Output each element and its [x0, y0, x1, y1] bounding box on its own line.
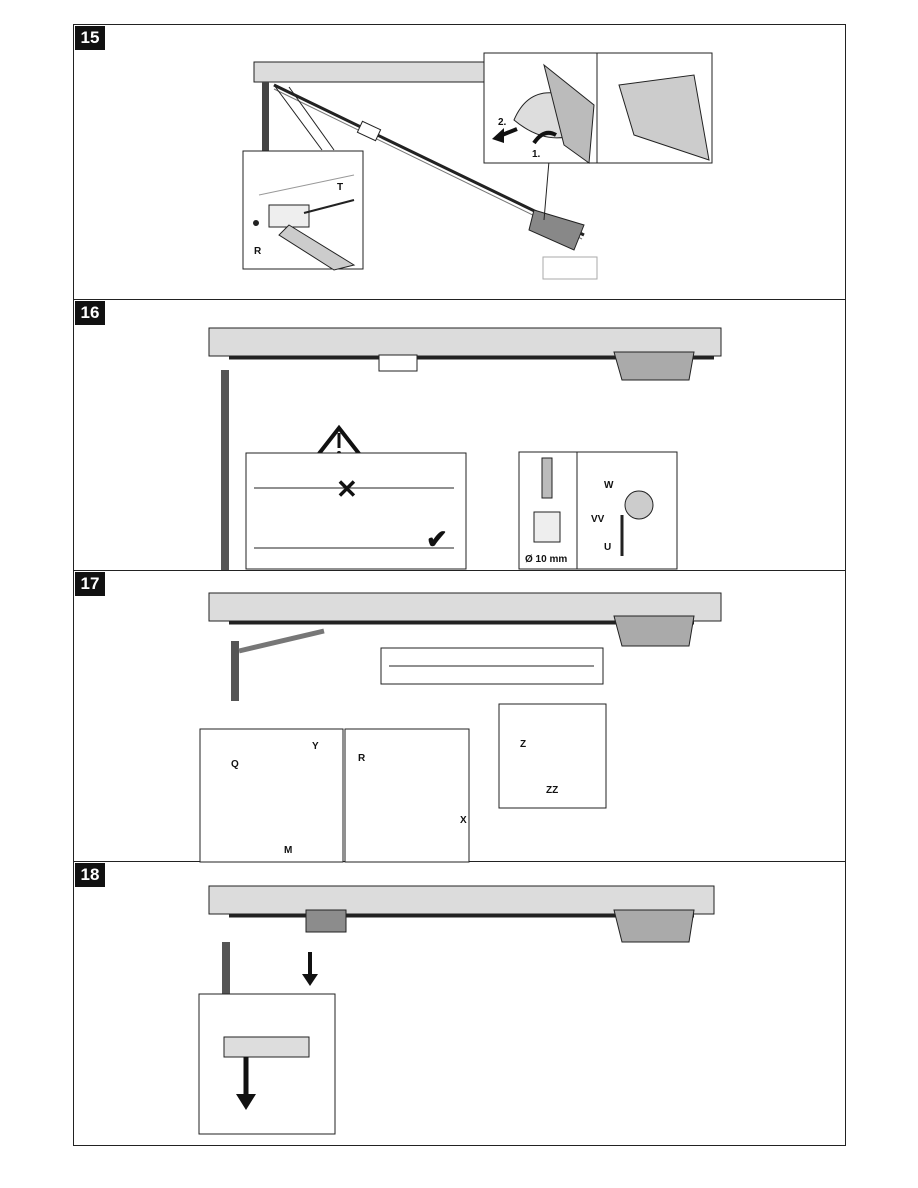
drill-bit — [542, 458, 552, 498]
motor-head — [614, 616, 694, 646]
wall-lintel — [254, 62, 484, 82]
label-u: U — [604, 542, 611, 553]
label-y: Y — [312, 741, 319, 752]
leader-line — [274, 85, 322, 150]
step-15-panel: 15 R T — [74, 25, 845, 300]
label-z: Z — [520, 739, 526, 750]
door-bracket-detail-box — [200, 729, 343, 862]
door-edge — [231, 641, 239, 701]
motor-head — [614, 352, 694, 380]
release-mechanism — [224, 1037, 309, 1057]
label-vv: VV — [591, 514, 605, 525]
cross-icon: ✕ — [336, 474, 358, 504]
door-edge — [222, 942, 230, 1002]
check-icon: ✔ — [426, 524, 448, 554]
motor-head — [529, 210, 584, 250]
instruction-frame: 15 R T — [73, 24, 846, 1146]
step-16-illustration: ✕ ✔ Ø 10 mm W VV U — [74, 300, 847, 571]
step-18-illustration — [74, 862, 847, 1147]
carriage — [306, 910, 346, 932]
arrow-down-head — [302, 974, 318, 986]
placeholder-box — [543, 257, 597, 279]
label-r: R — [254, 246, 262, 257]
label-step-1: 1. — [532, 149, 541, 160]
label-t: T — [337, 182, 343, 193]
carriage — [379, 355, 417, 371]
step-16-panel: 16 ✕ ✔ Ø 10 mm W VV U — [74, 300, 845, 571]
label-w: W — [604, 480, 614, 491]
step-15-illustration: R T 2. 1. — [74, 25, 847, 300]
label-diameter: Ø 10 mm — [525, 554, 567, 565]
door-arm — [239, 631, 324, 651]
label-q: Q — [231, 759, 239, 770]
release-detail-box — [199, 994, 335, 1134]
step-17-panel: 17 Q Y M R X Z ZZ — [74, 571, 845, 862]
carriage-detail-box — [345, 729, 469, 862]
label-r: R — [358, 753, 366, 764]
mounting-plate — [625, 491, 653, 519]
nut-r — [253, 220, 259, 226]
step-18-panel: 18 — [74, 862, 845, 1147]
label-x: X — [460, 815, 467, 826]
label-step-2: 2. — [498, 117, 507, 128]
label-zz: ZZ — [546, 785, 558, 796]
label-m: M — [284, 845, 292, 856]
leader-line — [544, 161, 549, 220]
motor-head — [614, 910, 694, 942]
carriage — [357, 121, 380, 140]
leader-line — [289, 87, 334, 150]
door-edge — [221, 370, 229, 570]
step-17-illustration: Q Y M R X Z ZZ — [74, 571, 847, 862]
hole-diagram — [534, 512, 560, 542]
bracket — [269, 205, 309, 227]
